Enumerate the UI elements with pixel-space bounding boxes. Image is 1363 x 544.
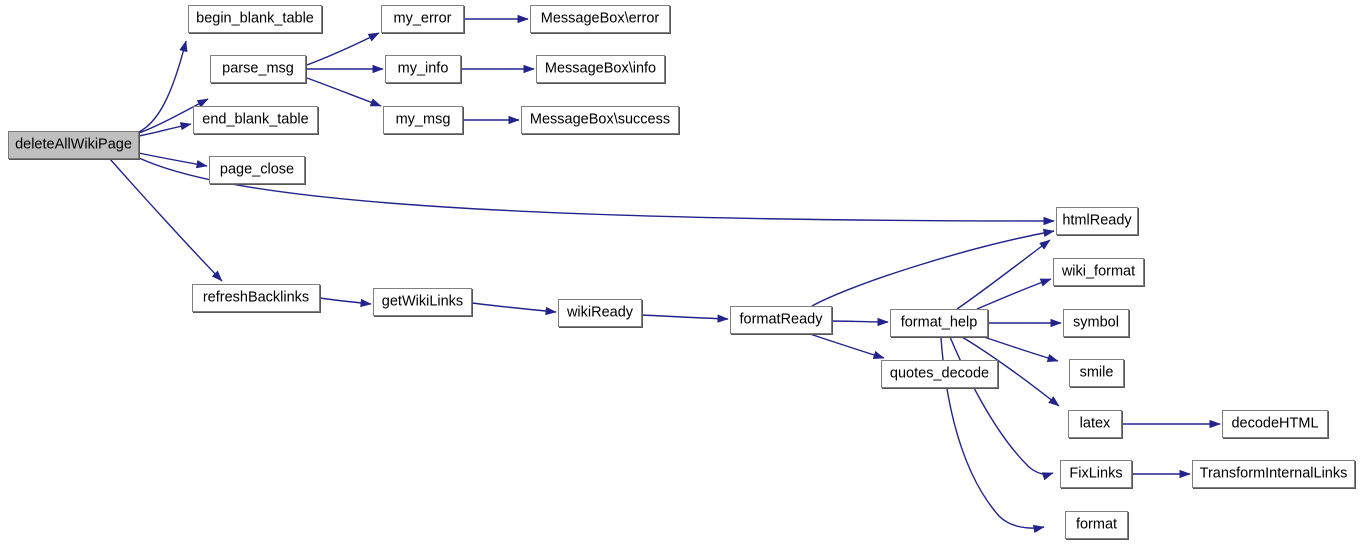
graph-node-label: my_error: [393, 10, 452, 27]
graph-node-label: FixLinks: [1069, 465, 1123, 482]
graph-edge-wikiReady-to-formatReady: [641, 314, 729, 323]
graph-node-formatReady[interactable]: formatReady: [730, 306, 832, 334]
graph-node-label: MessageBox\success: [529, 111, 671, 128]
graph-node-getWikiLinks[interactable]: getWikiLinks: [373, 288, 472, 316]
graph-node-label: smile: [1079, 364, 1114, 381]
graph-node-FixLinks[interactable]: FixLinks: [1060, 460, 1132, 488]
graph-edge-formatReady-to-format_help: [831, 317, 889, 327]
graph-node-label: wiki_format: [1061, 263, 1136, 280]
graph-edge-formatReady-to-htmlReady: [811, 228, 1055, 307]
graph-node-label: decodeHTML: [1231, 415, 1319, 432]
graph-edge-format_help-to-htmlReady: [956, 239, 1051, 310]
graph-edge-parse_msg-to-my_msg: [306, 77, 382, 107]
graph-node-label: MessageBox\error: [540, 10, 660, 27]
graph-node-my_msg[interactable]: my_msg: [383, 106, 463, 134]
graph-node-label: TransformInternalLinks: [1199, 465, 1348, 482]
graph-node-quotes_decode[interactable]: quotes_decode: [881, 360, 998, 388]
graph-edge-format_help-to-FixLinks: [949, 336, 1054, 481]
graph-node-label: formatReady: [739, 311, 823, 328]
graph-node-label: deleteAllWikiPage: [15, 136, 132, 153]
graph-node-label: refreshBacklinks: [202, 289, 310, 306]
graph-node-deleteAllWikiPage[interactable]: deleteAllWikiPage: [8, 131, 139, 159]
graph-edge-getWikiLinks-to-wikiReady: [471, 302, 557, 316]
graph-node-label: my_msg: [395, 111, 451, 128]
graph-node-label: format_help: [900, 314, 978, 331]
graph-node-label: my_info: [397, 60, 449, 77]
graph-edge-format_help-to-wiki_format: [976, 278, 1052, 310]
graph-node-decodeHTML[interactable]: decodeHTML: [1222, 410, 1328, 438]
graph-node-page_close[interactable]: page_close: [209, 156, 305, 184]
graph-node-label: MessageBox\info: [544, 60, 657, 77]
graph-node-MessageBox_error[interactable]: MessageBox\error: [530, 5, 670, 33]
graph-node-label: begin_blank_table: [196, 10, 314, 27]
graph-node-begin_blank_table[interactable]: begin_blank_table: [188, 5, 322, 33]
graph-node-refreshBacklinks[interactable]: refreshBacklinks: [192, 284, 320, 312]
graph-node-latex[interactable]: latex: [1068, 410, 1122, 438]
graph-node-label: latex: [1079, 415, 1111, 432]
graph-edge-deleteAllWikiPage-to-end_blank_table: [138, 122, 192, 137]
graph-node-my_error[interactable]: my_error: [381, 5, 464, 33]
graph-edge-deleteAllWikiPage-to-refreshBacklinks: [109, 158, 223, 282]
graph-node-smile[interactable]: smile: [1069, 359, 1124, 387]
graph-node-MessageBox_info[interactable]: MessageBox\info: [536, 55, 665, 83]
graph-edge-format_help-to-smile: [980, 335, 1059, 363]
graph-node-symbol[interactable]: symbol: [1063, 309, 1129, 337]
graph-node-label: htmlReady: [1062, 212, 1132, 229]
graph-edge-deleteAllWikiPage-to-page_close: [138, 152, 208, 169]
graph-node-end_blank_table[interactable]: end_blank_table: [193, 106, 318, 134]
graph-node-label: page_close: [219, 161, 295, 178]
graph-node-TransformInternalLinks[interactable]: TransformInternalLinks: [1192, 460, 1355, 488]
graph-edge-refreshBacklinks-to-getWikiLinks: [319, 297, 372, 308]
graph-node-label: quotes_decode: [889, 365, 990, 382]
graph-edge-parse_msg-to-my_error: [306, 32, 380, 66]
graph-node-my_info[interactable]: my_info: [385, 55, 461, 83]
graph-node-format_help[interactable]: format_help: [890, 309, 988, 337]
graph-node-parse_msg[interactable]: parse_msg: [210, 55, 306, 83]
graph-edge-deleteAllWikiPage-to-begin_blank_table: [138, 40, 188, 133]
graph-node-label: parse_msg: [222, 60, 294, 77]
graph-node-MessageBox_success[interactable]: MessageBox\success: [521, 106, 679, 134]
graph-node-format[interactable]: format: [1065, 511, 1128, 539]
graph-node-label: symbol: [1073, 314, 1119, 331]
graph-edge-formatReady-to-quotes_decode: [809, 333, 885, 359]
graph-node-label: format: [1075, 516, 1118, 533]
graph-node-wiki_format[interactable]: wiki_format: [1053, 258, 1144, 286]
graph-node-htmlReady[interactable]: htmlReady: [1056, 207, 1138, 235]
graph-node-wikiReady[interactable]: wikiReady: [558, 299, 642, 327]
graph-node-label: wikiReady: [566, 304, 634, 321]
graph-node-label: getWikiLinks: [381, 293, 464, 310]
graph-node-label: end_blank_table: [202, 111, 309, 128]
